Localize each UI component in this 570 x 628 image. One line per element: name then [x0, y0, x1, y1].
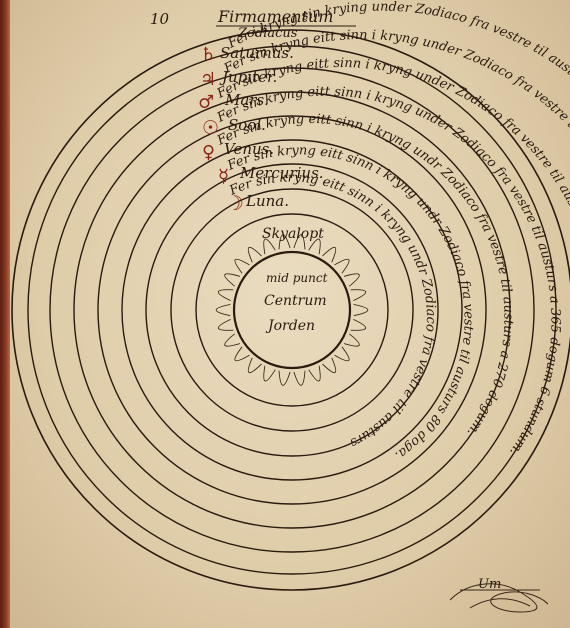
- cloud-petal: [353, 303, 369, 317]
- cloud-petal: [350, 289, 367, 302]
- cloud-petal: [217, 289, 234, 302]
- cloud-petal: [278, 370, 291, 386]
- planet-labels: ♄ Saturnus. ♃ Jupiter. ♂ Mars. ☉ Sool. ♀…: [198, 44, 324, 215]
- cloud-petal: [293, 370, 306, 386]
- cloud-petal: [217, 318, 234, 331]
- signature-flourish: [449, 583, 549, 613]
- cloud-petal: [234, 258, 250, 274]
- cloud-petal: [350, 318, 367, 331]
- ring-earth-core: [232, 250, 352, 370]
- cloud-petal: [247, 357, 262, 373]
- ring-mercury: [170, 188, 414, 432]
- cloud-petal: [322, 357, 337, 373]
- sun-symbol: ☉: [202, 117, 219, 139]
- jupiter-symbol: ♃: [200, 69, 216, 90]
- center-line-3: Jorden: [265, 318, 315, 334]
- jupiter-name: Jupiter.: [219, 68, 277, 86]
- cloud-petal: [224, 273, 241, 287]
- moon-name: Luna.: [245, 192, 289, 210]
- cloud-petal: [263, 365, 276, 382]
- book-spine: [0, 0, 10, 628]
- cloud-petal: [293, 234, 306, 250]
- cloud-petal: [308, 365, 321, 382]
- cloud-petal: [224, 333, 241, 347]
- signature-text: Um: [478, 577, 501, 592]
- cloud-petal: [278, 234, 291, 250]
- mercury-name: Mercurius.: [239, 164, 324, 182]
- cloud-petal: [343, 333, 360, 347]
- center-line-1: mid punct: [266, 271, 328, 285]
- moon-symbol: ☽: [226, 191, 244, 215]
- venus-symbol: ♀: [202, 142, 215, 163]
- cloud-petal: [263, 238, 276, 255]
- saturn-name: Saturnus.: [220, 44, 294, 62]
- cloud-petal: [334, 346, 350, 362]
- cloud-petal: [322, 247, 337, 263]
- ring-jupiter: [73, 91, 511, 529]
- cloud-petal: [234, 346, 250, 362]
- cloud-petals: [215, 234, 369, 386]
- venus-name: Venus.: [224, 140, 274, 158]
- firmament-heading: Firmamentum: [217, 7, 333, 26]
- zodiac-heading: Zodiacus: [237, 26, 298, 41]
- ring-moon: [195, 213, 389, 407]
- saturn-symbol: ♄: [200, 44, 216, 65]
- ring-venus: [145, 163, 439, 457]
- ring-zodiac: [27, 45, 557, 575]
- ring-saturn: [49, 67, 535, 553]
- ring-sun: [121, 139, 463, 481]
- outer-ring-firmament: [11, 29, 570, 591]
- mars-symbol: ♂: [198, 92, 214, 113]
- cloud-petal: [308, 238, 321, 255]
- page-number: 10: [150, 10, 170, 28]
- mars-name: Mars.: [224, 91, 269, 109]
- orbit-rings: [11, 29, 570, 591]
- cloud-petal: [334, 258, 350, 274]
- cloud-petal: [343, 273, 360, 287]
- cloud-petal: [247, 247, 262, 263]
- cloud-petal: [215, 303, 231, 317]
- ring-mars: [97, 115, 487, 505]
- sun-name: Sool.: [228, 116, 266, 134]
- center-line-2: Centrum: [264, 293, 327, 309]
- cloud-label: Skyalopt: [262, 226, 324, 242]
- mercury-symbol: ☿: [218, 166, 229, 187]
